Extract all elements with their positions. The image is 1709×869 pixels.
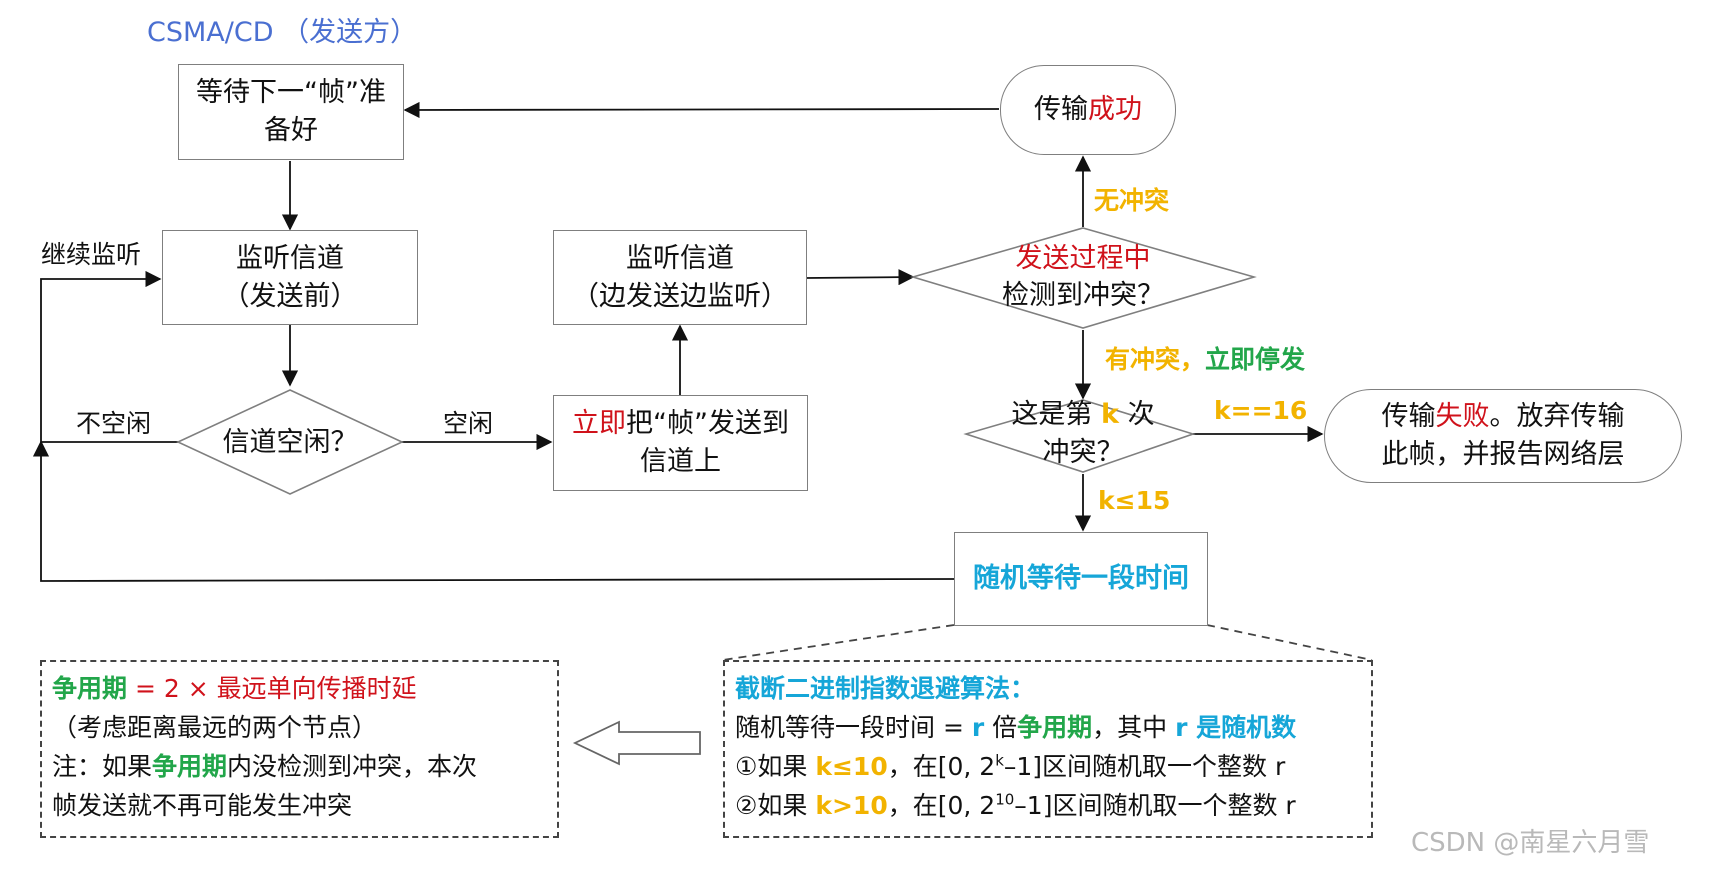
fail-highlight: 失败 bbox=[1435, 401, 1490, 432]
contention-formula: = 2 × 最远单向传播时延 bbox=[127, 674, 417, 703]
rule1-cond: k≤10 bbox=[815, 752, 888, 781]
collision-line2: 检测到冲突？ bbox=[1002, 280, 1164, 311]
label-no-collision: 无冲突 bbox=[1094, 186, 1170, 215]
label-k16: k==16 bbox=[1214, 396, 1308, 425]
backoff-line2-post: ，其中 bbox=[1092, 713, 1176, 742]
node-success: 传输成功 bbox=[1000, 65, 1176, 155]
rule1-post: –1]区间随机取一个整数 r bbox=[1003, 752, 1286, 781]
label-stop-part: 立即停发 bbox=[1205, 345, 1306, 374]
node-listen-before: 监听信道 （发送前） bbox=[162, 230, 418, 325]
node-listen-before-line2: （发送前） bbox=[222, 280, 358, 312]
rule1-exp: k bbox=[995, 751, 1004, 770]
rule1-pre: ①如果 bbox=[735, 752, 816, 781]
rule1-mid: ，在[0, 2 bbox=[887, 752, 996, 781]
backoff-r2: r bbox=[1175, 713, 1188, 742]
contention-term: 争用期 bbox=[52, 674, 128, 703]
node-channel-idle-label: 信道空闲？ bbox=[222, 427, 358, 458]
backoff-rule1: ①如果 k≤10，在[0, 2k–1]区间随机取一个整数 r bbox=[735, 747, 1361, 786]
label-idle: 空闲 bbox=[443, 409, 494, 438]
edge-random-wait-loop bbox=[32, 440, 955, 582]
node-random-wait: 随机等待一段时间 bbox=[954, 532, 1208, 626]
diagram-title: CSMA/CD （发送方） bbox=[147, 17, 418, 48]
label-k15: k≤15 bbox=[1098, 486, 1171, 515]
node-send-now-line1: 立即把“帧”发送到 bbox=[572, 405, 789, 443]
label-keep-listening: 继续监听 bbox=[41, 240, 142, 269]
backoff-rule2: ②如果 k>10，在[0, 210–1]区间随机取一个整数 r bbox=[735, 786, 1361, 825]
node-listen-during: 监听信道 （边发送边监听） bbox=[553, 230, 807, 325]
backoff-line2-mid: 倍 bbox=[984, 713, 1018, 742]
node-wait-frame: 等待下一“帧”准 备好 bbox=[178, 64, 404, 160]
edge-busy-loop bbox=[40, 270, 178, 443]
node-listen-during-line1: 监听信道 bbox=[626, 242, 734, 274]
kth-pre: 这是第 bbox=[1011, 399, 1102, 430]
diamond-kth bbox=[963, 399, 1196, 473]
rule2-exp: 10 bbox=[995, 790, 1015, 809]
contention-line3-term: 争用期 bbox=[152, 752, 228, 781]
contention-line3-post: 内没检测到冲突，本次 bbox=[227, 752, 478, 781]
backoff-line2: 随机等待一段时间 = r 倍争用期，其中 r 是随机数 bbox=[735, 708, 1361, 747]
contention-line1: 争用期 = 2 × 最远单向传播时延 bbox=[52, 669, 547, 708]
collision-highlight: 发送过程中 bbox=[1015, 243, 1151, 274]
fail-line1: 传输失败。放弃传输 bbox=[1382, 398, 1625, 436]
node-send-now: 立即把“帧”发送到 信道上 bbox=[553, 395, 808, 491]
contention-line3-pre: 注：如果 bbox=[52, 752, 153, 781]
backoff-line2-tail: 是随机数 bbox=[1187, 713, 1297, 742]
diamond-channel-idle bbox=[176, 389, 404, 495]
node-listen-during-line2: （边发送边监听） bbox=[572, 280, 788, 312]
contention-line3: 注：如果争用期内没检测到冲突，本次 bbox=[52, 747, 547, 786]
hollow-arrow-icon bbox=[572, 720, 701, 766]
node-wait-frame-line1: 等待下一“帧”准 bbox=[196, 77, 386, 108]
edge-success-to-wait bbox=[403, 101, 1000, 119]
label-collision-stop: 有冲突，立即停发 bbox=[1105, 340, 1305, 376]
node-kth-label: 这是第 k 次 冲突？ bbox=[983, 396, 1183, 472]
success-pre: 传输 bbox=[1034, 94, 1088, 125]
zoom-line-left bbox=[722, 624, 955, 661]
kth-post: 次 bbox=[1118, 399, 1155, 430]
node-send-now-line2: 信道上 bbox=[640, 446, 721, 477]
backoff-line2-pre: 随机等待一段时间 = bbox=[735, 713, 972, 742]
fail-line2: 此帧，并报告网络层 bbox=[1381, 439, 1625, 470]
fail-post: 。放弃传输 bbox=[1489, 401, 1625, 432]
kth-line2: 冲突？ bbox=[1042, 437, 1124, 468]
diamond-collision bbox=[910, 227, 1257, 329]
rule2-mid: ，在[0, 2 bbox=[887, 791, 996, 820]
zoom-line-right bbox=[1206, 624, 1373, 661]
node-success-label: 传输成功 bbox=[1034, 91, 1142, 129]
kth-line1: 这是第 k 次 bbox=[983, 396, 1183, 434]
rule2-post: –1]区间随机取一个整数 r bbox=[1014, 791, 1296, 820]
send-now-rest: 把“帧”发送到 bbox=[626, 408, 789, 439]
success-highlight: 成功 bbox=[1088, 94, 1142, 125]
rule2-cond: k>10 bbox=[815, 791, 888, 820]
fail-pre: 传输 bbox=[1381, 401, 1436, 432]
note-contention-period: 争用期 = 2 × 最远单向传播时延 （考虑距离最远的两个节点） 注：如果争用期… bbox=[40, 660, 559, 838]
label-collision-part: 有冲突， bbox=[1105, 345, 1206, 374]
node-listen-before-line1: 监听信道 bbox=[236, 242, 344, 274]
node-collision-label: 发送过程中 检测到冲突？ bbox=[963, 240, 1203, 314]
node-fail: 传输失败。放弃传输 此帧，并报告网络层 bbox=[1324, 389, 1682, 483]
node-wait-frame-line2: 备好 bbox=[264, 115, 318, 146]
backoff-r: r bbox=[971, 713, 985, 742]
contention-line2: （考虑距离最远的两个节点） bbox=[52, 713, 378, 742]
backoff-term: 争用期 bbox=[1017, 713, 1093, 742]
backoff-heading: 截断二进制指数退避算法： bbox=[735, 674, 1036, 703]
note-backoff-algorithm: 截断二进制指数退避算法： 随机等待一段时间 = r 倍争用期，其中 r 是随机数… bbox=[723, 660, 1373, 838]
kth-k: k bbox=[1101, 399, 1119, 430]
edge-listen-during-to-collision bbox=[805, 269, 915, 286]
rule2-pre: ②如果 bbox=[735, 791, 816, 820]
label-busy: 不空闲 bbox=[76, 409, 152, 438]
contention-line4: 帧发送就不再可能发生冲突 bbox=[52, 791, 353, 820]
send-now-highlight: 立即 bbox=[572, 408, 626, 439]
watermark: CSDN @南星六月雪 bbox=[1411, 828, 1650, 858]
